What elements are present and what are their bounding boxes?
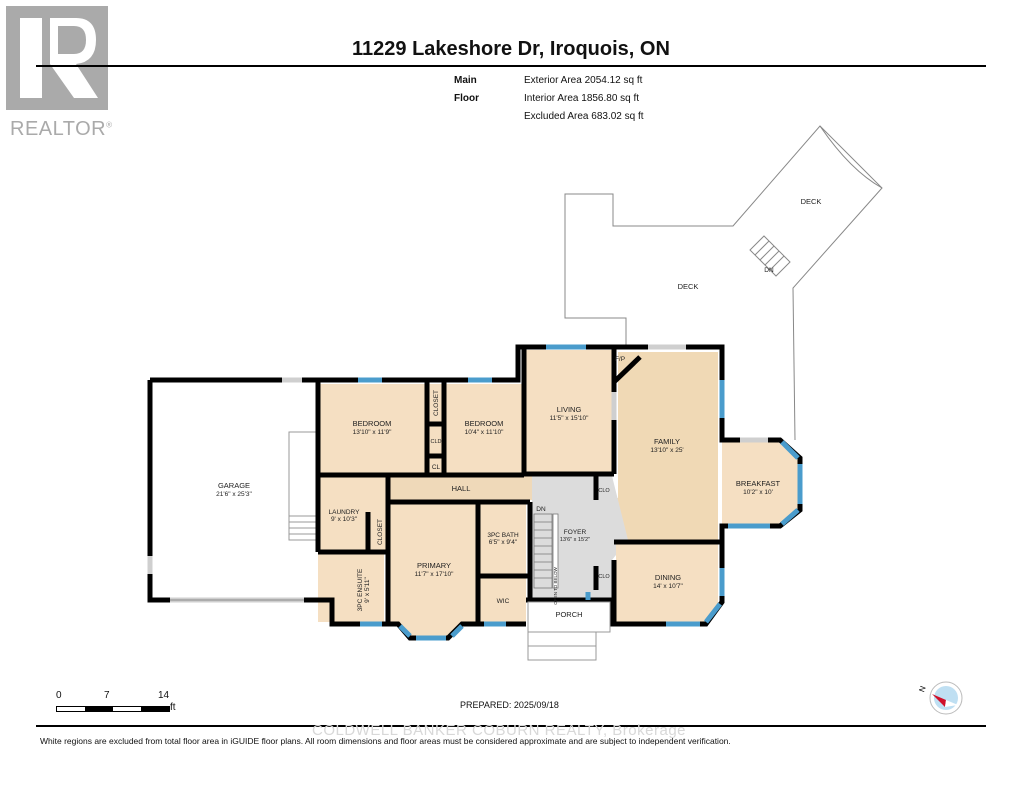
realtor-wordmark: REALTOR® (10, 118, 113, 140)
deck-label-upper: DECK (801, 197, 822, 206)
room-living-dim: 11'5" x 15'10" (550, 415, 589, 422)
room-closet2-name: CLOSET (377, 519, 384, 545)
realtor-logo: REALTOR® (6, 6, 112, 140)
porch (527, 601, 611, 661)
room-living-name: LIVING (557, 405, 582, 414)
room-family-dim: 13'10" x 25' (650, 447, 683, 454)
header-divider (36, 65, 986, 67)
deck-outline (564, 125, 883, 441)
room-bedroom2-dim: 10'4" x 11'10" (465, 429, 504, 436)
room-ensuite-name: 3PC ENSUITE (357, 568, 364, 611)
room-porch-name: PORCH (555, 610, 582, 619)
scale-bar-graphic (56, 706, 170, 712)
room-laundry-dim: 9' x 10'3" (331, 516, 358, 523)
excluded-area: Excluded Area 683.02 sq ft (524, 111, 644, 122)
room-laundry-name: LAUNDRY (329, 509, 361, 516)
footer-divider (36, 725, 986, 727)
room-closet1-name: CLOSET (433, 390, 440, 416)
room-breakfast-name: BREAKFAST (736, 479, 781, 488)
room-fireplace-name: F/P (615, 356, 625, 363)
interior-area: Interior Area 1856.80 sq ft (524, 93, 640, 104)
room-foyer-dim: 13'6" x 15'2" (560, 537, 590, 543)
room-bedroom1-name: BEDROOM (353, 419, 392, 428)
room-family-name: FAMILY (654, 437, 680, 446)
north-compass: N (917, 681, 963, 715)
room-bedroom1-dim: 13'10" x 11'9" (353, 429, 392, 436)
stairs-dn-label: DN (536, 506, 546, 513)
brokerage-watermark: COLDWELL BANKER COBURN REALTY, Brokerage (312, 722, 687, 739)
floor-label: Main Floor (454, 75, 479, 104)
room-fills (318, 350, 798, 638)
deck-stairs-dn-label: DN (764, 267, 774, 274)
deck-stairs (749, 235, 791, 277)
deck-label-main: DECK (678, 282, 699, 291)
room-bedroom2-name: BEDROOM (465, 419, 504, 428)
room-cl-name: CL (432, 464, 441, 471)
compass-north-label: N (917, 685, 928, 694)
footer-disclaimer: White regions are excluded from total fl… (40, 736, 731, 746)
room-bath-dim: 6'5" x 9'4" (489, 539, 518, 546)
room-clo2-name: CLO (598, 574, 610, 580)
room-foyer-name: FOYER (564, 529, 587, 536)
room-dining-name: DINING (655, 573, 681, 582)
room-ensuite-dim: 9' x 5'11" (364, 576, 371, 602)
room-garage-dim: 21'6" x 25'3" (216, 491, 252, 498)
open-to-below-label: OPEN TO BELOW (553, 566, 558, 604)
room-cld-name: CLD (430, 439, 441, 445)
room-garage-name: GARAGE (218, 481, 250, 490)
room-hall-name: HALL (452, 484, 471, 493)
room-primary-name: PRIMARY (417, 561, 451, 570)
room-bath-name: 3PC BATH (487, 532, 519, 539)
room-clo1-name: CLO (598, 488, 610, 494)
garage-area (150, 380, 318, 600)
room-dining-dim: 14' x 10'7" (653, 583, 683, 590)
prepared-date: PREPARED: 2025/09/18 (460, 700, 559, 710)
windows (358, 344, 803, 641)
page-title: 11229 Lakeshore Dr, Iroquois, ON (352, 38, 670, 60)
realtor-r-mark (6, 6, 108, 110)
room-wic-name: WIC (497, 598, 510, 605)
interior-stairs (533, 513, 559, 589)
room-breakfast-dim: 10'2" x 10' (743, 489, 773, 496)
exterior-area: Exterior Area 2054.12 sq ft (524, 75, 643, 86)
room-primary-dim: 11'7" x 17'10" (415, 571, 454, 578)
